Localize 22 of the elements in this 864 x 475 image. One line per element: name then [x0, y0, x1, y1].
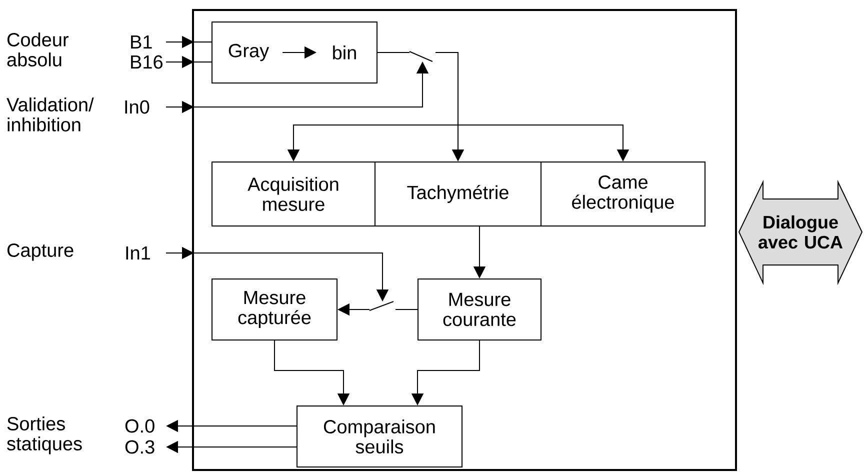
- connector-line: [377, 52, 410, 53]
- switch-symbol: [369, 301, 394, 311]
- pin-label: In1: [126, 246, 150, 260]
- function-box: Acquisition mesure: [212, 162, 376, 226]
- function-box: Tachymétrie: [374, 162, 542, 226]
- function-box: Gray bin: [212, 22, 378, 84]
- module-frame: [192, 9, 737, 471]
- function-box: Mesure courante: [418, 278, 542, 340]
- signal-label: Codeur absolu: [7, 32, 68, 66]
- function-box: Comparaison seuils: [296, 406, 462, 468]
- signal-label: Capture: [7, 244, 74, 261]
- pin-label: O.0: [125, 419, 154, 433]
- function-box: Came électronique: [540, 162, 706, 226]
- pin-label: O.3: [125, 440, 154, 454]
- signal-label: Validation/ inhibition: [6, 98, 94, 132]
- pin-label: In0: [125, 100, 150, 114]
- pin-label: B1: [131, 35, 152, 49]
- pin-label: B16: [131, 55, 162, 69]
- connector-line: [395, 309, 418, 310]
- signal-label: Sorties statiques: [7, 416, 82, 454]
- switch-symbol: [409, 51, 433, 62]
- function-box: Mesure capturée: [212, 278, 338, 340]
